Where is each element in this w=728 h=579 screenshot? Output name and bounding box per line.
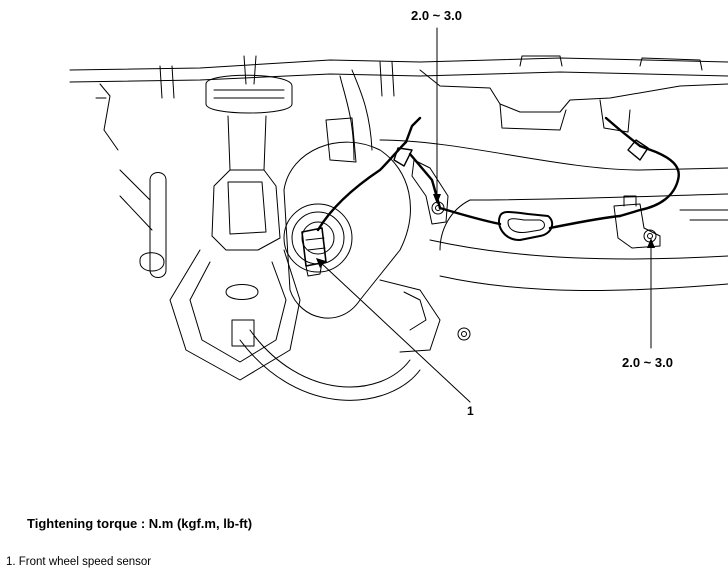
suspension-line-drawing (69, 27, 728, 403)
sensor-harness (316, 116, 680, 241)
legend-item: 1. Front wheel speed sensor (6, 556, 152, 568)
upper-frame-rail (69, 55, 728, 151)
leader-lines (319, 27, 652, 403)
parts-legend: 1. Front wheel speed sensor (6, 556, 151, 568)
knuckle-and-hub (239, 141, 471, 401)
wheel-speed-sensor (301, 227, 327, 277)
part-number-callout: 1 (467, 404, 474, 418)
arm-harness-bracket (613, 195, 661, 249)
torque-caption: Tightening torque : N.m (kgf.m, lb-ft) (27, 516, 253, 531)
trailing-arm (379, 139, 728, 292)
torque-callout-arm-bracket: 2.0 ~ 3.0 (622, 355, 673, 370)
leader-arrowheads (316, 194, 655, 268)
torque-callout-upper-bracket: 2.0 ~ 3.0 (411, 8, 462, 23)
upper-harness-bracket (411, 159, 449, 225)
lower-control-arm (119, 169, 301, 381)
strut-assembly (205, 55, 373, 171)
leader-part-1 (319, 261, 471, 403)
